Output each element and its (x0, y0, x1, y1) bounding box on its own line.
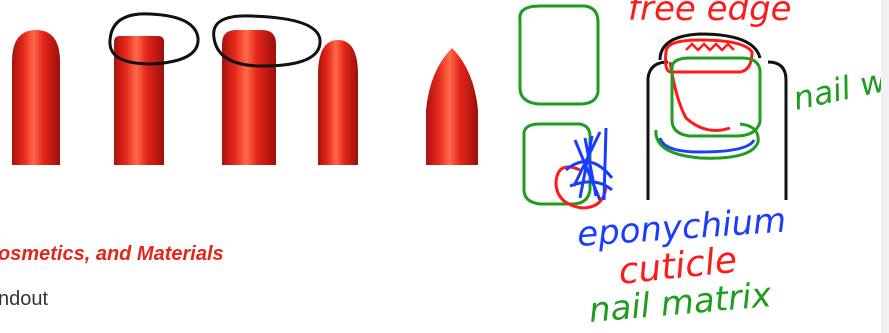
label-free-edge: free edge (628, 0, 792, 29)
label-nail-wall-text: nail wall (790, 53, 889, 118)
red-free-edge-outline (666, 40, 753, 130)
blue-eponychium-curve (660, 138, 754, 152)
label-nail-wall: nail wall (790, 53, 889, 118)
green-ink-box-1 (520, 6, 598, 104)
red-free-edge-zigzag (686, 44, 734, 50)
label-nail-matrix: nail matrix (587, 275, 774, 331)
scrollbar[interactable] (881, 0, 889, 333)
